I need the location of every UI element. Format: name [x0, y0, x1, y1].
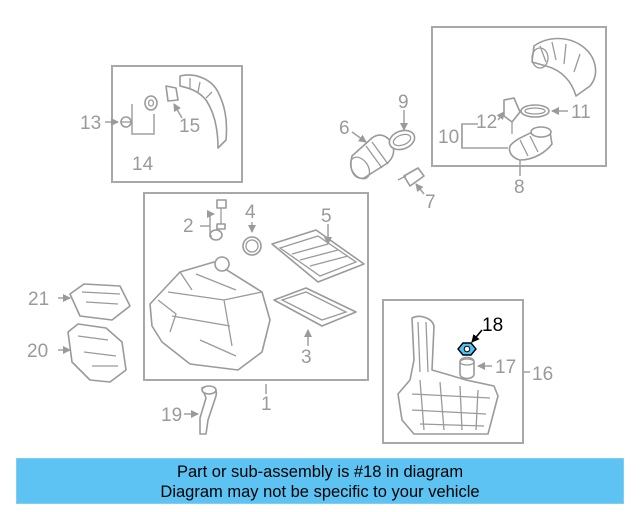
intake-hose-8 — [508, 126, 553, 161]
sensor-7 — [397, 167, 425, 187]
leader-15 — [173, 103, 183, 119]
callout-11: 11 — [571, 102, 591, 123]
group-box-8-12 — [431, 26, 607, 167]
callout-12: 12 — [476, 112, 497, 133]
hose-19 — [199, 385, 218, 435]
callout-19: 19 — [161, 405, 182, 426]
clamp-9 — [388, 129, 416, 151]
clamp-11 — [520, 104, 550, 118]
callout-9: 9 — [398, 92, 409, 113]
leader-2 — [200, 212, 212, 237]
intake-duct-upper — [531, 37, 597, 97]
callout-17: 17 — [495, 357, 516, 378]
info-banner: Part or sub-assembly is #18 in diagram D… — [16, 458, 624, 504]
leader-18 — [471, 329, 483, 343]
parts-diagram: 1 2 3 4 5 6 7 8 9 10 11 12 13 14 15 16 1… — [27, 26, 607, 444]
banner-line-part: Part or sub-assembly is #18 in diagram — [176, 463, 464, 481]
callout-7: 7 — [425, 192, 436, 213]
leader-10b — [461, 123, 478, 148]
leader-6 — [351, 131, 367, 143]
leader-14 — [131, 104, 155, 135]
callout-13: 13 — [80, 113, 101, 134]
banner-line-disclaimer: Diagram may not be specific to your vehi… — [160, 483, 480, 501]
hose-15 — [179, 74, 228, 149]
callout-1: 1 — [261, 394, 272, 415]
callout-15: 15 — [179, 116, 200, 137]
callout-20: 20 — [27, 341, 48, 362]
callout-10: 10 — [438, 127, 459, 148]
filter-element-5 — [271, 229, 365, 283]
callout-8: 8 — [514, 177, 525, 198]
grommet-14 — [144, 95, 158, 111]
nut-18-highlighted — [457, 342, 477, 356]
group-box-air-cleaner — [143, 192, 369, 381]
sensor-12 — [503, 97, 521, 134]
callout-16: 16 — [532, 364, 553, 385]
clip-15 — [165, 85, 179, 102]
air-flow-sensor-6 — [349, 134, 395, 180]
leader-7 — [415, 183, 425, 195]
cover-21 — [69, 283, 131, 321]
callout-5: 5 — [321, 206, 332, 227]
air-cleaner-housing — [149, 256, 271, 371]
bolt-13 — [120, 116, 132, 128]
callout-4: 4 — [245, 202, 256, 223]
bolt-2 — [216, 199, 227, 230]
callout-6: 6 — [339, 118, 350, 139]
resonator-16 — [397, 315, 499, 435]
callout-2: 2 — [183, 216, 194, 237]
filter-element-3 — [273, 287, 357, 327]
leader-12 — [496, 111, 505, 121]
duct-20 — [67, 323, 127, 383]
callout-3: 3 — [301, 347, 312, 368]
callout-21: 21 — [28, 289, 49, 310]
mount-17 — [459, 356, 475, 380]
grommet-2 — [209, 229, 223, 241]
seal-ring-4 — [242, 236, 262, 256]
callout-18-highlighted: 18 — [482, 315, 503, 336]
callout-14: 14 — [132, 154, 154, 175]
